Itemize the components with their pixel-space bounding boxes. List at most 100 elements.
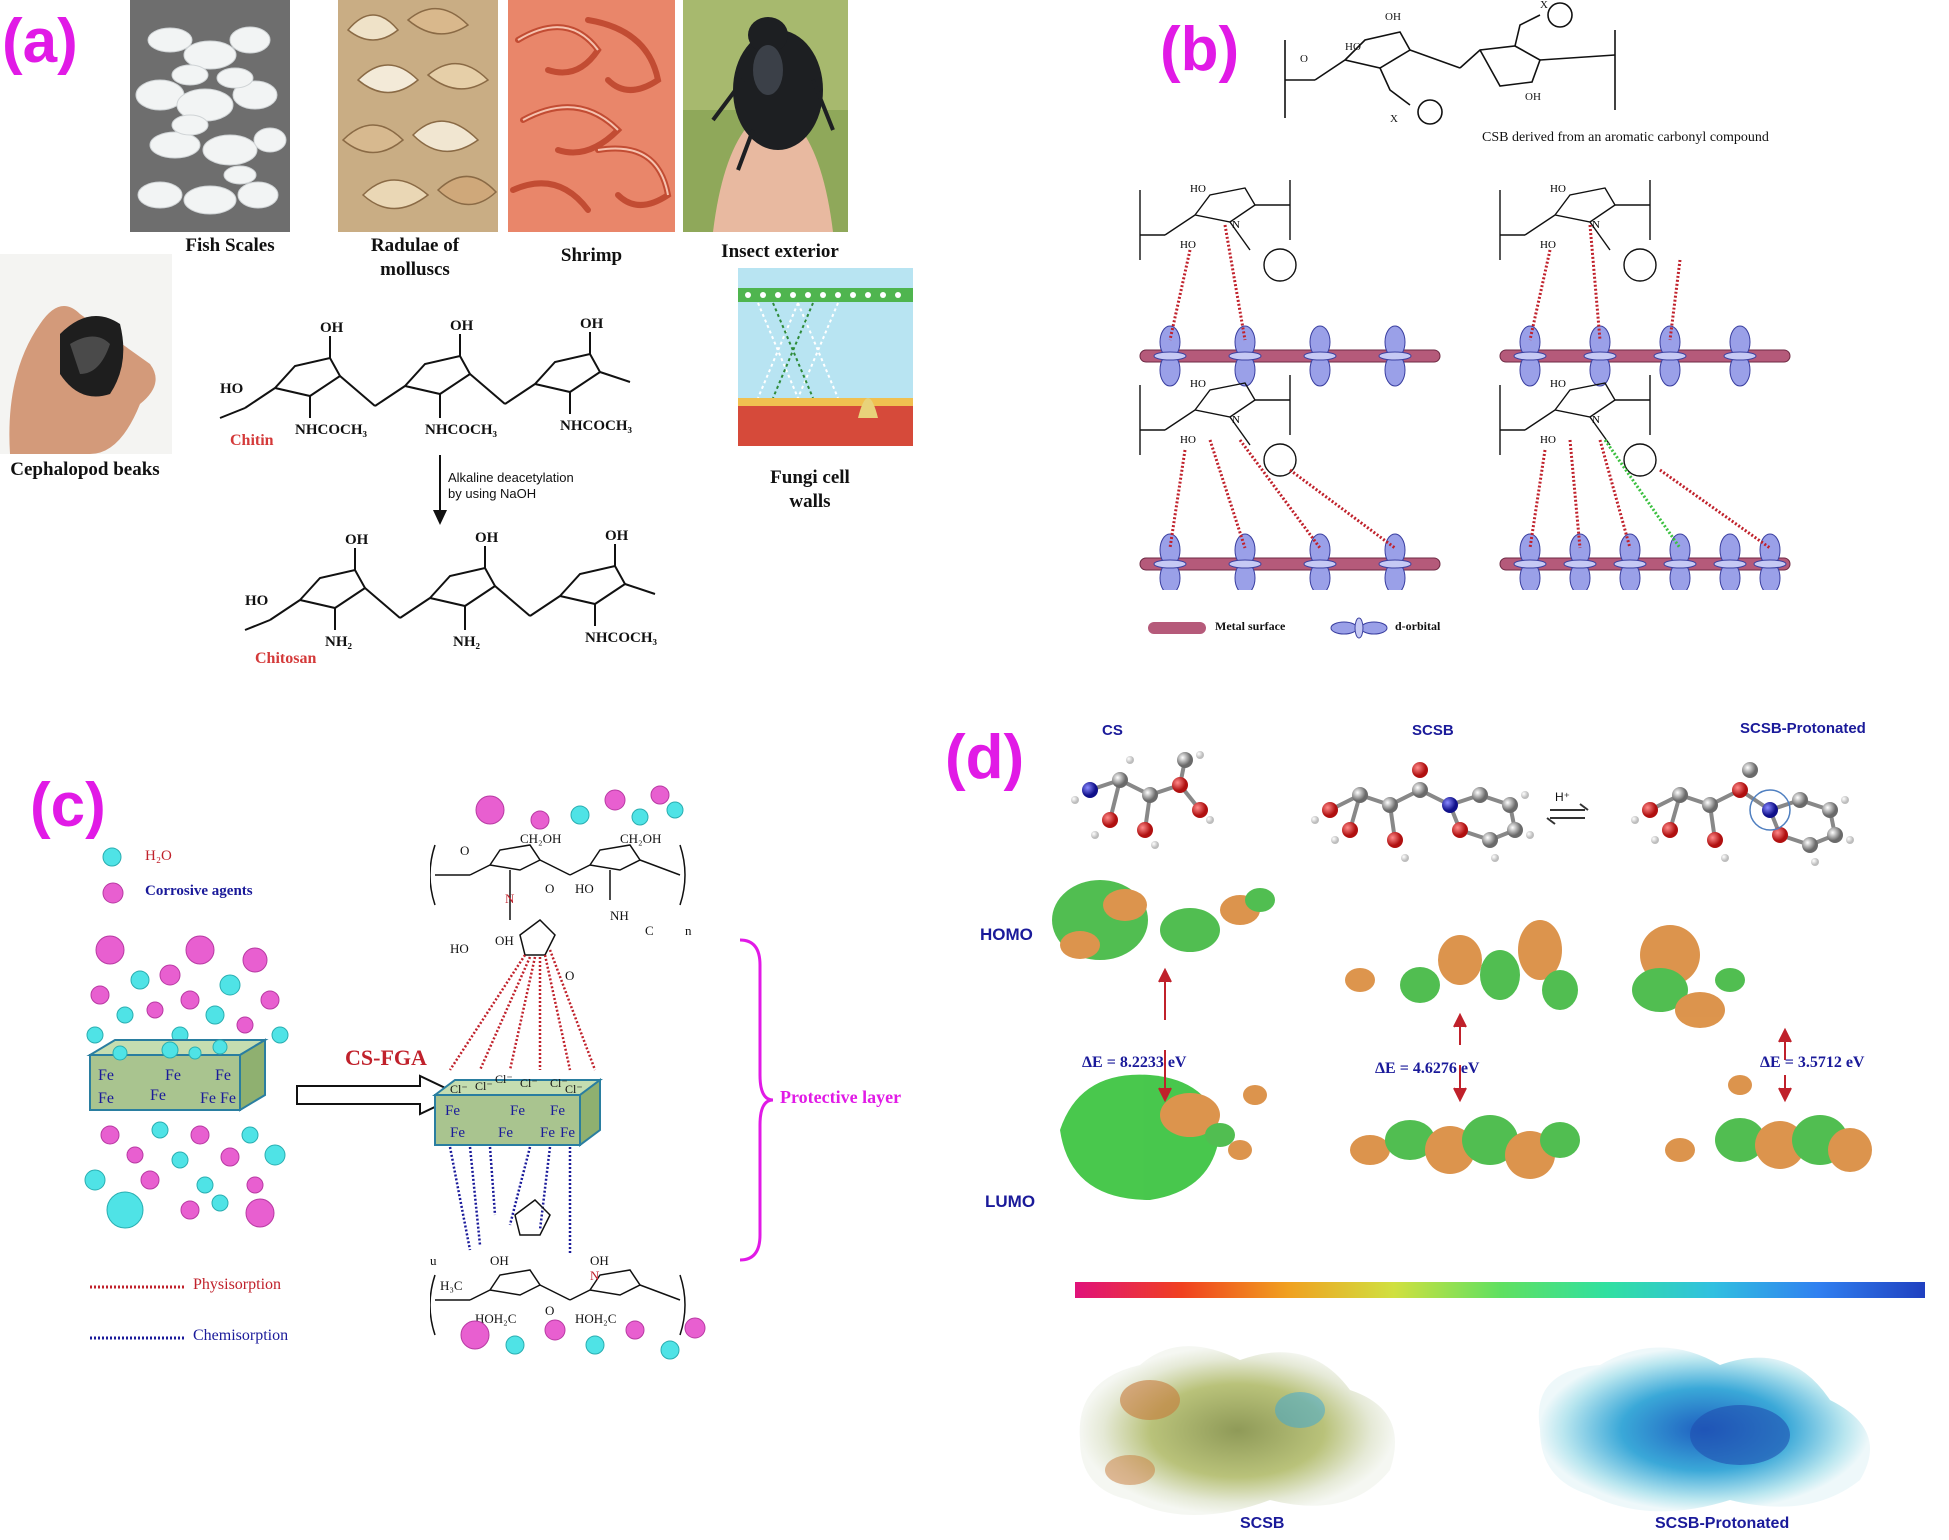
svg-text:NHCOCH₃: NHCOCH₃ [425,422,498,438]
fe-label-1: Fe [98,1067,114,1084]
orbital-plots [1052,880,1872,1200]
svg-text:H₃C: H₃C [440,1278,463,1293]
svg-text:Cl⁻: Cl⁻ [550,1076,568,1090]
esp-color-scale [1075,1282,1925,1298]
svg-text:HOH₂C: HOH₂C [475,1311,516,1326]
shrimp-photo [508,0,675,232]
svg-text:NH: NH [610,908,629,923]
metal-surface-swatch [1148,622,1206,634]
legend-h2o: H₂O [145,848,172,864]
svg-text:Fe: Fe [215,1067,231,1084]
caption-insect: Insect exterior [721,241,839,262]
svg-text:NHCOCH₃: NHCOCH₃ [560,418,633,434]
molecule-row [1071,751,1854,866]
legend-d-orbital: d-orbital [1395,619,1441,633]
caption-fish-scales: Fish Scales [185,235,275,256]
svg-text:O: O [545,1303,554,1318]
caption-cephalopod: Cephalopod beaks [10,459,160,480]
esp-label-scsb-protonated: SCSB-Protonated [1655,1515,1790,1532]
panel-c-label: (c) [30,771,106,840]
svg-text:Fe: Fe [445,1103,460,1119]
svg-text:OH: OH [490,1253,509,1268]
caption-fungi: Fungi cell walls [770,467,850,512]
svg-text:OH: OH [345,532,369,548]
legend-chemisorption: Chemisorption [193,1327,289,1344]
cephalopod-photo [0,254,172,454]
panel-a-label: (a) [2,7,78,76]
svg-text:OH: OH [590,1253,609,1268]
svg-text:Fe: Fe [150,1087,166,1104]
svg-text:Fe: Fe [450,1125,465,1141]
legend-h2o-sphere [102,847,122,867]
svg-text:OH: OH [1525,91,1541,103]
fungi-photo [738,268,913,446]
panel-d-label: (d) [945,723,1025,792]
reaction-text-2: by using NaOH [448,486,537,501]
fish-scales-photo [130,0,290,232]
svg-text:HO: HO [245,593,268,609]
svg-text:Fe: Fe [165,1067,181,1084]
svg-text:Cl⁻: Cl⁻ [495,1072,513,1086]
column-scsb-protonated: SCSB-Protonated [1740,720,1866,737]
svg-text:OH: OH [605,530,629,544]
legend-corrosive: Corrosive agents [145,883,253,899]
bottom-spheres [460,1317,706,1360]
chitosan-label: Chitosan [255,650,317,667]
svg-text:X: X [1540,0,1548,11]
svg-text:Fe: Fe [510,1103,525,1119]
gap-scsb-protonated: ΔE = 3.5712 eV [1760,1054,1865,1071]
column-cs: CS [1102,722,1123,739]
radulae-photo [338,0,498,232]
insect-photo [683,0,848,232]
svg-text:X: X [1390,113,1398,125]
svg-text:OH: OH [495,933,514,948]
svg-text:OH: OH [1385,11,1401,23]
svg-text:O: O [545,881,554,896]
svg-text:Fe: Fe [498,1125,513,1141]
svg-text:Fe: Fe [98,1090,114,1107]
column-scsb: SCSB [1412,722,1454,739]
csb-title: CSB derived from an aromatic carbonyl co… [1482,130,1769,145]
esp-label-scsb: SCSB [1240,1515,1285,1532]
svg-text:Cl⁻: Cl⁻ [565,1082,583,1096]
svg-text:CH₂OH: CH₂OH [620,831,661,846]
svg-text:Fe: Fe [560,1125,575,1141]
oh-label: HO [220,381,243,397]
legend-metal-surface: Metal surface [1215,619,1286,633]
reaction-text-1: Alkaline deacetylation [448,470,574,485]
reaction-arrow [433,455,447,525]
svg-text:Fe: Fe [550,1103,565,1119]
d-orbital-swatch [1330,617,1388,639]
svg-text:CH₂OH: CH₂OH [520,831,561,846]
legend-physisorption: Physisorption [193,1276,282,1293]
svg-text:HO: HO [575,881,594,896]
svg-text:Cl⁻: Cl⁻ [450,1082,468,1096]
chemisorption-swatch [90,1336,185,1340]
svg-text:u: u [430,1253,437,1268]
svg-text:OH: OH [580,318,604,332]
svg-text:Cl⁻: Cl⁻ [475,1079,493,1093]
homo-label: HOMO [980,925,1033,944]
svg-text:HOH₂C: HOH₂C [575,1311,616,1326]
svg-text:Cl⁻: Cl⁻ [520,1076,538,1090]
svg-text:Fe: Fe [540,1125,555,1141]
protective-layer-label: Protective layer [780,1087,902,1107]
svg-text:OH: OH [450,318,474,334]
svg-text:HO: HO [450,941,469,956]
svg-text:NH₂: NH₂ [325,634,353,650]
svg-text:Fe: Fe [220,1090,236,1107]
svg-text:n: n [685,923,692,938]
svg-text:NH₂: NH₂ [453,634,481,650]
svg-text:OH: OH [475,530,499,546]
svg-text:NHCOCH₃: NHCOCH₃ [585,630,658,646]
svg-text:OH: OH [320,320,344,336]
svg-text:Fe: Fe [200,1090,216,1107]
esp-surfaces [1079,1346,1870,1515]
caption-radulae: Radulae of molluscs [370,235,460,280]
svg-text:O: O [460,843,469,858]
gap-cs: ΔE = 8.2233 eV [1082,1054,1187,1071]
